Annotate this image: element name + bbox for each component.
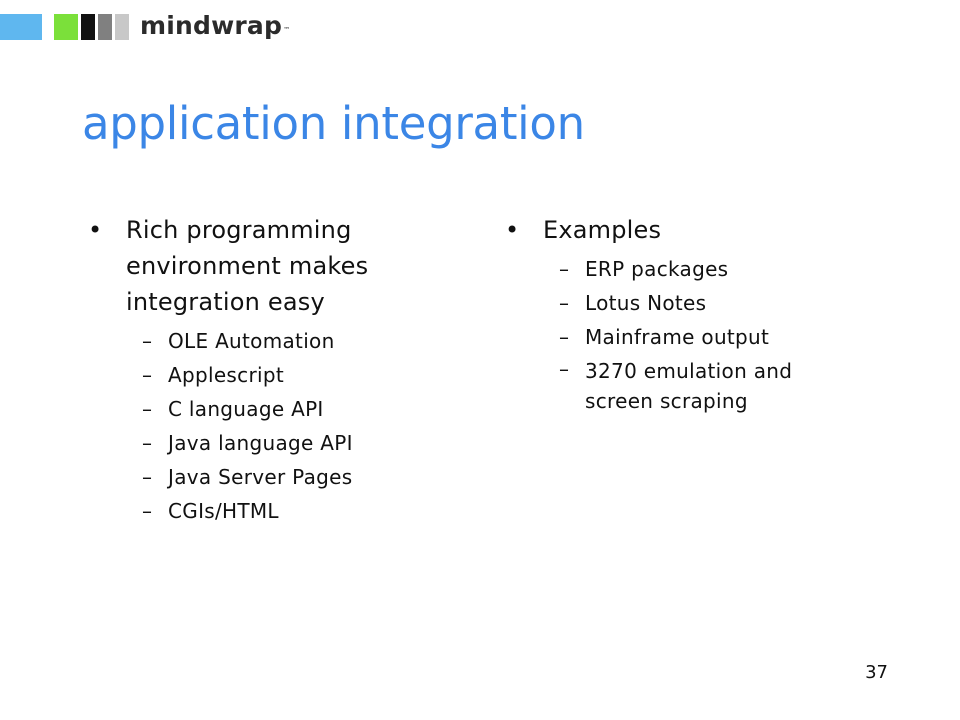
list-item: –Lotus Notes: [505, 286, 865, 320]
left-bullet: • Rich programming environment makes int…: [88, 212, 438, 320]
right-bullet-text: Examples: [543, 216, 662, 244]
dash-marker: –: [559, 325, 570, 349]
logo-block-lightgray: [115, 14, 129, 40]
dash-marker: –: [142, 363, 153, 387]
list-item-text: Mainframe output: [585, 325, 770, 349]
bullet-dot: •: [88, 216, 103, 244]
list-item-text: Java language API: [168, 431, 353, 455]
dash-marker: –: [559, 357, 570, 381]
dash-marker: –: [142, 329, 153, 353]
list-item: –C language API: [88, 392, 438, 426]
dash-marker: –: [142, 397, 153, 421]
right-sub-list: –ERP packages –Lotus Notes –Mainframe ou…: [505, 252, 865, 416]
logo-block-black: [81, 14, 95, 40]
logo-block-gray: [98, 14, 112, 40]
slide-title: application integration: [82, 97, 585, 150]
list-item: –ERP packages: [505, 252, 865, 286]
dash-marker: –: [142, 431, 153, 455]
dash-marker: –: [142, 465, 153, 489]
list-item: –Mainframe output: [505, 320, 865, 354]
list-item: –Java language API: [88, 426, 438, 460]
list-item: –3270 emulation and screen scraping: [505, 354, 865, 416]
right-bullet: • Examples: [505, 212, 865, 248]
logo-trademark: ™: [283, 26, 291, 34]
list-item: –Applescript: [88, 358, 438, 392]
list-item-text: Lotus Notes: [585, 291, 707, 315]
list-item-text: 3270 emulation and screen scraping: [585, 359, 793, 413]
dash-marker: –: [142, 499, 153, 523]
right-column: • Examples –ERP packages –Lotus Notes –M…: [505, 212, 865, 416]
list-item: –Java Server Pages: [88, 460, 438, 494]
logo-block-green: [54, 14, 78, 40]
list-item-text: CGIs/HTML: [168, 499, 279, 523]
dash-marker: –: [559, 257, 570, 281]
bullet-dot: •: [505, 216, 520, 244]
logo-wordmark: mindwrap™: [140, 12, 290, 40]
left-column: • Rich programming environment makes int…: [88, 212, 438, 528]
list-item: –OLE Automation: [88, 324, 438, 358]
list-item-text: Java Server Pages: [168, 465, 353, 489]
list-item-text: Applescript: [168, 363, 284, 387]
page-number: 37: [865, 662, 888, 683]
list-item-text: OLE Automation: [168, 329, 335, 353]
left-sub-list: –OLE Automation –Applescript –C language…: [88, 324, 438, 528]
list-item: –CGIs/HTML: [88, 494, 438, 528]
list-item-text: C language API: [168, 397, 324, 421]
left-bullet-text: Rich programming environment makes integ…: [126, 216, 369, 316]
mindwrap-logo: mindwrap™: [0, 12, 300, 40]
dash-marker: –: [559, 291, 570, 315]
logo-block-blue: [0, 14, 42, 40]
list-item-text: ERP packages: [585, 257, 729, 281]
logo-wordmark-text: mindwrap: [140, 11, 283, 40]
